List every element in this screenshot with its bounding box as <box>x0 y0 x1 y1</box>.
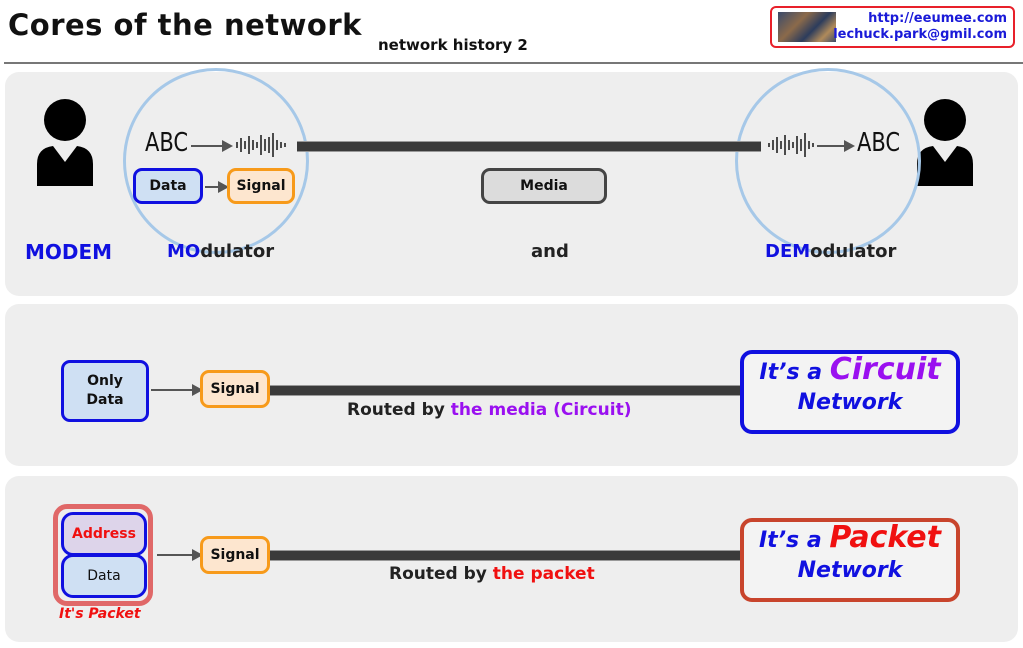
abc-text-right: ABC <box>857 128 901 158</box>
credit-box: http://eeumee.com lechuck.park@gmil.com <box>770 6 1015 48</box>
circuit-result-prefix: It’s a <box>759 360 830 385</box>
modulator-circle <box>123 68 309 254</box>
credit-email[interactable]: lechuck.park@gmil.com <box>833 27 1007 42</box>
panel-packet: Address Data It's Packet Signal Routed b… <box>5 476 1018 642</box>
packet-result-suffix: Network <box>797 558 903 583</box>
demodulator-highlight: DEM <box>765 241 811 262</box>
modem-label: MODEM <box>25 240 113 264</box>
arrow-abc-to-wave <box>191 140 233 152</box>
packet-routed-highlight: the packet <box>492 564 595 584</box>
only-data-box: Only Data <box>61 360 149 422</box>
packet-wire <box>270 550 740 561</box>
only-data-line1: Only <box>87 373 123 389</box>
circuit-wire <box>270 385 740 396</box>
and-label: and <box>531 241 569 262</box>
only-data-line2: Data <box>86 392 124 408</box>
signal-box-packet: Signal <box>200 536 270 574</box>
credit-url[interactable]: http://eeumee.com <box>868 11 1007 26</box>
circuit-routed-prefix: Routed by <box>347 400 451 420</box>
circuit-network-box: It’s a Circuit Network <box>740 350 960 434</box>
packet-result-prefix: It’s a <box>759 528 830 553</box>
packet-routed-caption: Routed by the packet <box>389 564 595 584</box>
sound-wave-icon-right <box>768 133 814 157</box>
person-receiver-icon <box>917 99 973 186</box>
circuit-result-suffix: Network <box>797 390 903 415</box>
modulator-highlight: MO <box>167 241 201 262</box>
demodulator-rest: odulator <box>810 241 897 262</box>
its-packet-caption: It's Packet <box>59 606 141 622</box>
page-title: Cores of the network <box>8 8 362 42</box>
circuit-routed-caption: Routed by the media (Circuit) <box>347 400 631 420</box>
person-sender-icon <box>37 99 93 186</box>
page-subtitle: network history 2 <box>378 36 528 54</box>
panel-modem: ABC ABC Data Signal Media MODEM MOdulato… <box>5 68 1018 296</box>
media-box: Media <box>481 168 607 204</box>
demodulator-circle <box>735 68 921 254</box>
signal-box: Signal <box>227 168 295 204</box>
circuit-routed-highlight: the media (Circuit) <box>450 400 632 420</box>
signal-box-circuit: Signal <box>200 370 270 408</box>
demodulator-label: DEModulator <box>765 241 896 262</box>
packet-network-box: It’s a Packet Network <box>740 518 960 602</box>
arrow-packet-to-signal <box>157 549 203 561</box>
author-thumbnail <box>778 12 836 42</box>
data-box: Data <box>133 168 203 204</box>
packet-data-box: Data <box>61 554 147 598</box>
modulator-rest: dulator <box>200 241 275 262</box>
address-box: Address <box>61 512 147 556</box>
panel-circuit: Only Data Signal Routed by the media (Ci… <box>5 304 1018 466</box>
modulator-label: MOdulator <box>167 241 274 262</box>
packet-result-keyword: Packet <box>829 520 941 555</box>
arrow-wave-to-abc <box>817 140 855 152</box>
sound-wave-icon-left <box>236 133 286 157</box>
header-divider <box>4 62 1023 64</box>
arrow-data-to-signal <box>205 181 229 193</box>
packet-routed-prefix: Routed by <box>389 564 493 584</box>
circuit-result-keyword: Circuit <box>829 352 941 387</box>
credit-text: http://eeumee.com lechuck.park@gmil.com <box>833 11 1007 43</box>
arrow-data-to-signal-circuit <box>151 384 203 396</box>
media-wire <box>297 141 761 152</box>
abc-text-left: ABC <box>145 128 189 158</box>
